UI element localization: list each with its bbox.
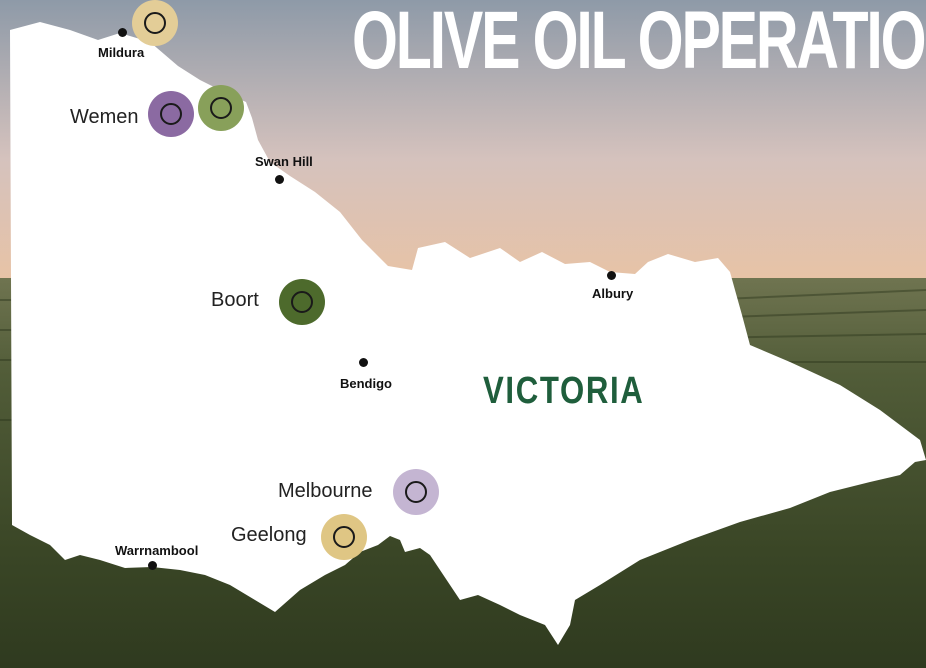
site-marker-wemen-2[interactable] [198,85,244,131]
site-marker-geelong[interactable] [321,514,367,560]
site-marker-wemen[interactable] [148,91,194,137]
town-bendigo-label: Bendigo [340,376,392,391]
victoria-landmass [10,22,926,645]
town-dot [148,561,157,570]
ring-icon [291,291,313,313]
ring-icon [144,12,166,34]
town-mildura-label: Mildura [98,45,145,60]
town-warrnambool-label: Warrnambool [115,543,199,558]
page-title: OLIVE OIL OPERATIO [352,0,926,86]
town-dot [118,28,127,37]
site-marker-mildura[interactable] [132,0,178,46]
site-label-wemen: Wemen [70,106,139,128]
ring-icon [160,103,182,125]
region-label: VICTORIA [483,370,645,412]
town-dot [359,358,368,367]
site-marker-boort[interactable] [279,279,325,325]
town-dot [275,175,284,184]
town-dot [607,271,616,280]
ring-icon [210,97,232,119]
town-swan-hill-label: Swan Hill [255,154,313,169]
site-label-boort: Boort [211,289,259,311]
site-marker-melbourne[interactable] [393,469,439,515]
ring-icon [405,481,427,503]
ring-icon [333,526,355,548]
town-albury-label: Albury [592,286,634,301]
site-label-geelong: Geelong [231,524,307,546]
site-label-melbourne: Melbourne [278,480,373,502]
